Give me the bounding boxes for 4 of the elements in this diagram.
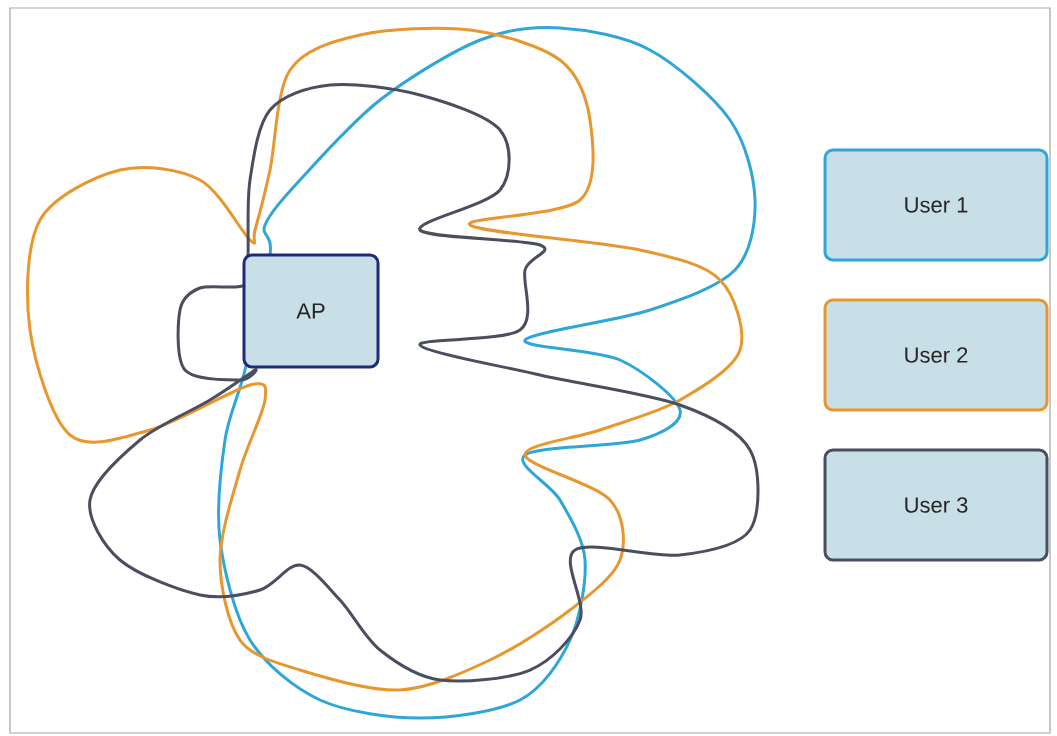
user-box: User 3 — [823, 448, 1049, 562]
user-box: User 2 — [823, 298, 1049, 412]
access-point-box: AP — [242, 253, 380, 369]
user-box: User 1 — [823, 148, 1049, 262]
